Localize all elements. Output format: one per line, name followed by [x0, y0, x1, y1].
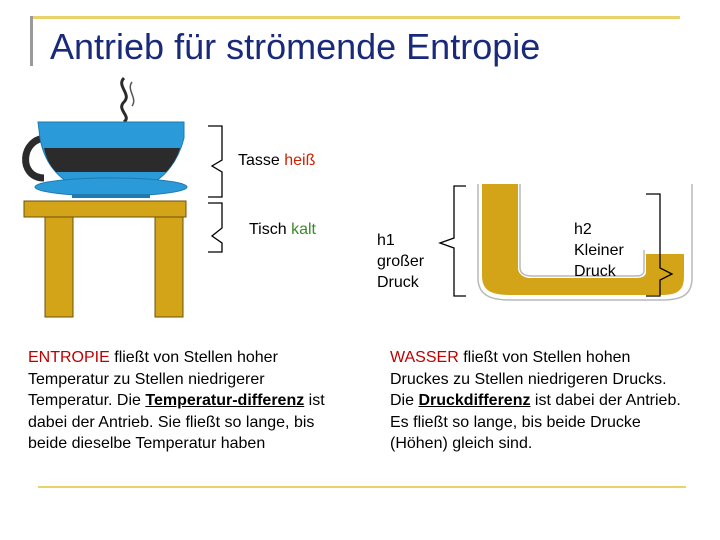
saucer	[34, 177, 188, 197]
frame-bottom-line	[38, 486, 686, 488]
table-top	[23, 200, 187, 218]
water-text-part: fließt von Stellen hohen Druckes zu Stel…	[390, 349, 667, 410]
h2-label-line: h2	[574, 221, 592, 238]
water-paragraph: WASSER fließt von Stellen hohen Druckes …	[390, 347, 690, 455]
h1-label-line: Druck	[377, 274, 419, 291]
table-label: Tisch kalt	[249, 220, 316, 240]
water-text-part: ist dabei der Antrieb. Es fließt so lang…	[390, 392, 681, 453]
cup-label-word: Tasse	[238, 152, 280, 169]
entropy-paragraph: ENTROPIE fließt von Stellen hoher Temper…	[28, 347, 328, 455]
steam-icon	[129, 81, 135, 107]
entropy-keyword: ENTROPIE	[28, 349, 110, 366]
frame-top-line	[30, 16, 680, 19]
bracket-table	[208, 202, 223, 253]
bracket-h1	[438, 185, 466, 297]
saucer-foot	[72, 194, 150, 198]
bracket-cup	[208, 125, 223, 198]
h1-label-line: h1	[377, 232, 395, 249]
water-emphasis: Druckdifferenz	[418, 392, 531, 410]
u-tube-water	[482, 184, 684, 295]
h2-label-line: Kleiner	[574, 242, 624, 259]
table-leg-right	[154, 216, 184, 318]
entropy-text-part: fließt von Stellen hoher Temperatur zu S…	[28, 349, 278, 410]
h2-label: h2 Kleiner Druck	[574, 219, 624, 282]
water-keyword: WASSER	[390, 349, 459, 366]
h2-label-line: Druck	[574, 263, 616, 280]
u-tube-outline	[477, 184, 693, 301]
u-tube-inner	[519, 184, 645, 277]
h1-label: h1 großer Druck	[377, 230, 424, 293]
steam-icon	[120, 76, 128, 124]
entropy-text-part: ist dabei der Antrieb. Sie fließt so lan…	[28, 392, 325, 453]
coffee-band	[44, 148, 180, 172]
cup-handle	[22, 134, 48, 182]
entropy-emphasis: Temperatur-differenz	[145, 392, 305, 410]
table-label-state: kalt	[291, 221, 316, 238]
cup-label-state: heiß	[284, 152, 316, 169]
bracket-h2	[646, 193, 674, 297]
h1-label-line: großer	[377, 253, 425, 270]
cup-label: Tasse heiß	[238, 151, 315, 171]
table-label-word: Tisch	[249, 221, 287, 238]
frame-left-line	[30, 16, 33, 66]
table-leg-left	[44, 216, 74, 318]
page-title: Antrieb für strömende Entropie	[50, 26, 541, 67]
